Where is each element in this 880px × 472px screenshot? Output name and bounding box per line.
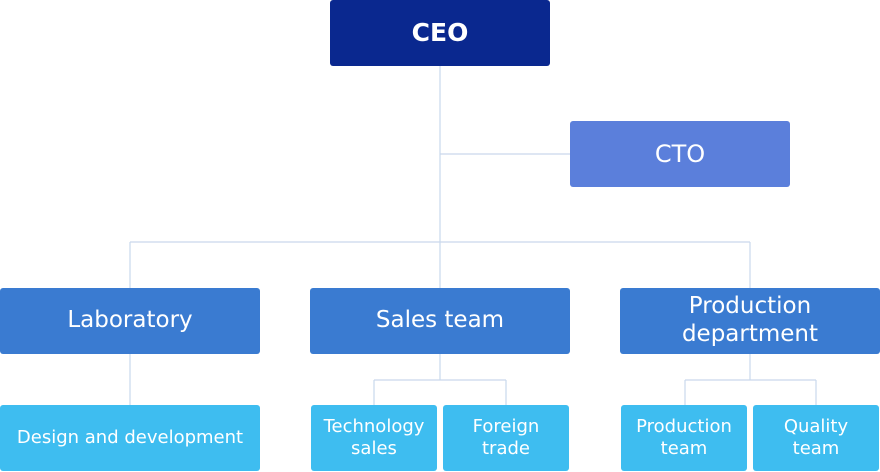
design-and-development-box: Design and development — [0, 405, 260, 471]
quality-team-box: Quality team — [753, 405, 879, 471]
production-team-box: Production team — [621, 405, 747, 471]
ceo-box: CEO — [330, 0, 550, 66]
laboratory-box: Laboratory — [0, 288, 260, 354]
technology-sales-box: Technology sales — [311, 405, 437, 471]
foreign-trade-box: Foreign trade — [443, 405, 569, 471]
cto-box: CTO — [570, 121, 790, 187]
sales-team-box: Sales team — [310, 288, 570, 354]
production-department-box: Production department — [620, 288, 880, 354]
